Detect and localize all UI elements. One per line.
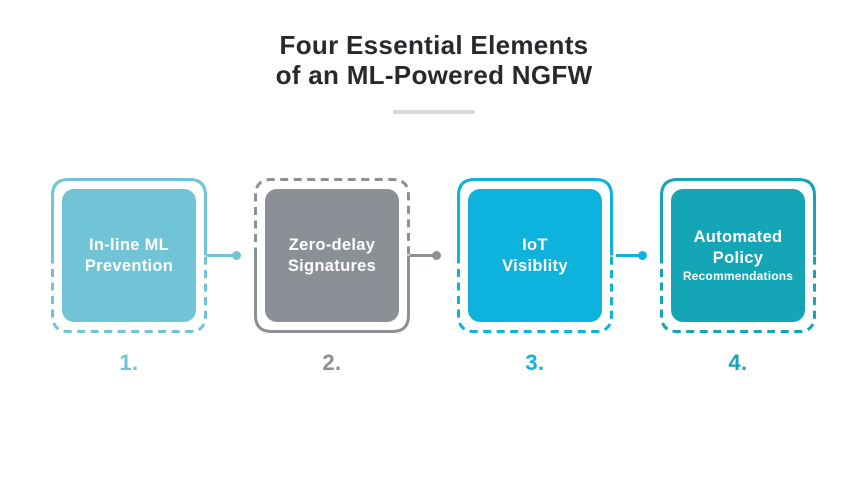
connector-dot-1 <box>232 251 241 260</box>
element-card-1: In-line ML Prevention 1. <box>51 178 207 376</box>
card-border-1 <box>51 178 207 333</box>
connector-line-1 <box>207 254 234 257</box>
connector-line-3 <box>616 254 640 257</box>
page-title-line2: of an ML-Powered NGFW <box>275 60 593 91</box>
card-label-3: IoT Visiblity <box>502 235 568 275</box>
element-card-2: Zero-delay Signatures 2. <box>254 178 410 376</box>
connector-dot-2 <box>432 251 441 260</box>
connector-dot-3 <box>638 251 647 260</box>
card-sublabel-4: Recommendations <box>682 268 794 283</box>
card-border-3 <box>457 178 613 333</box>
page-title: Four Essential Elements of an ML-Powered… <box>0 30 868 91</box>
card-border-4 <box>660 178 816 333</box>
card-frame-3: IoT Visiblity <box>457 178 613 333</box>
card-number-2: 2. <box>322 350 342 375</box>
card-frame-2: Zero-delay Signatures <box>254 178 410 333</box>
card-box-2: Zero-delay Signatures <box>265 189 399 322</box>
connector-line-2 <box>410 254 434 257</box>
card-box-3: IoT Visiblity <box>468 189 602 322</box>
title-divider <box>393 110 475 114</box>
card-number-3: 3. <box>525 350 545 375</box>
card-box-4: Automated Policy Recommendations <box>671 189 805 322</box>
card-border-2 <box>254 178 410 333</box>
element-card-3: IoT Visiblity 3. <box>457 178 613 376</box>
element-card-4: Automated Policy Recommendations 4. <box>660 178 816 376</box>
card-box-1: In-line ML Prevention <box>62 189 196 322</box>
card-number-4: 4. <box>728 350 748 375</box>
card-label-2: Zero-delay Signatures <box>287 235 377 275</box>
page-title-line1: Four Essential Elements <box>279 30 589 60</box>
card-frame-1: In-line ML Prevention <box>51 178 207 333</box>
card-frame-4: Automated Policy Recommendations <box>660 178 816 333</box>
card-label-4: Automated Policy <box>693 228 783 267</box>
card-label-1: In-line ML Prevention <box>84 235 174 275</box>
card-number-1: 1. <box>119 350 139 375</box>
